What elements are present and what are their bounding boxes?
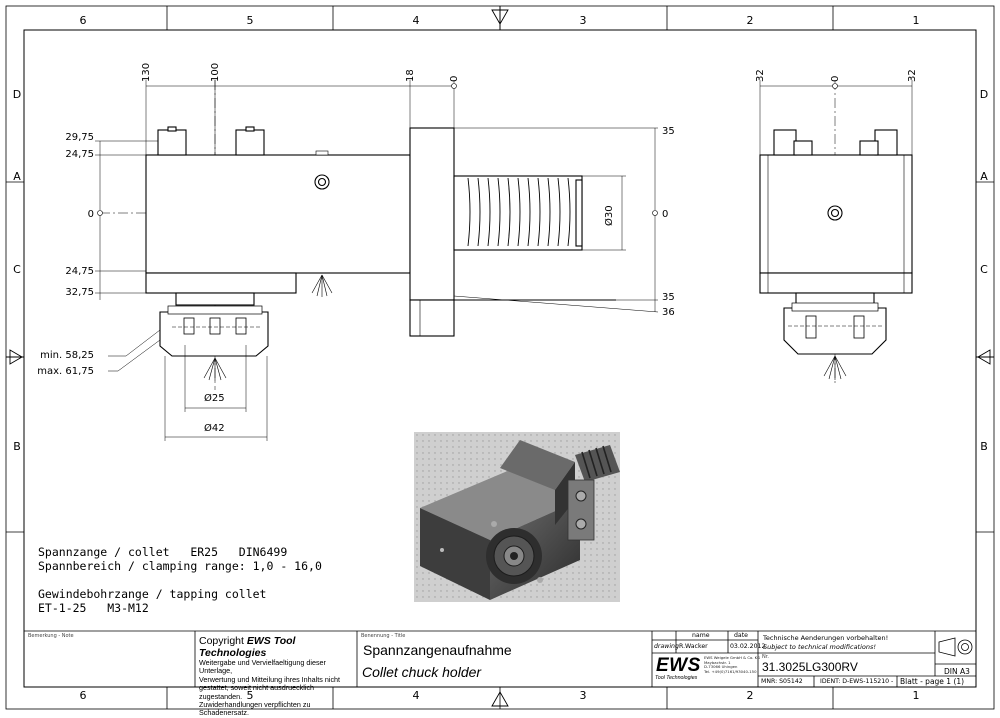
dim-dia-25: Ø25 bbox=[204, 392, 225, 404]
copyright-company: EWS Tool Technologies bbox=[199, 635, 296, 659]
col-label-1-top: 1 bbox=[913, 14, 920, 27]
note-clamping-range: Spannbereich / clamping range: 1,0 - 16,… bbox=[38, 559, 322, 573]
title-label: Benennung - Title bbox=[361, 633, 406, 639]
row-label-B-right: B bbox=[980, 440, 988, 453]
remark-label: Bemerkung - Note bbox=[28, 633, 74, 639]
drawing-date: 03.02.2012 bbox=[730, 643, 766, 650]
origin-marker-left bbox=[97, 210, 103, 216]
note-collet: Spannzange / collet ER25 DIN6499 bbox=[38, 545, 288, 559]
dim-min-58-25: min. 58,25 bbox=[40, 350, 94, 361]
row-label-B-left: B bbox=[13, 440, 21, 453]
col-label-4-top: 4 bbox=[413, 14, 420, 27]
ews-logo: EWS bbox=[656, 655, 701, 676]
part-number: 31.3025LG300RV bbox=[762, 660, 858, 674]
address-line-4: Tel. +49(0)7161/93040-150 bbox=[704, 668, 757, 674]
row-label-D-left: D bbox=[13, 88, 21, 101]
dim-dia-30: Ø30 bbox=[603, 205, 615, 226]
dim-side-0: 0 bbox=[830, 76, 841, 82]
origin-marker-right bbox=[652, 210, 658, 216]
address-line-3: D-73066 Uhingen bbox=[704, 664, 738, 670]
dim-24-75-bottom: 24,75 bbox=[65, 266, 94, 277]
col-header-name: name bbox=[692, 632, 710, 639]
dim-29-75: 29,75 bbox=[65, 132, 94, 143]
collet-notes: Spannzange / collet ER25 DIN6499 Spannbe… bbox=[38, 545, 322, 615]
title-german: Spannzangenaufnahme bbox=[363, 642, 512, 658]
col-label-3-top: 3 bbox=[580, 14, 587, 27]
isometric-render bbox=[414, 432, 620, 602]
centering-marks bbox=[6, 6, 994, 707]
col-header-date: date bbox=[734, 632, 748, 639]
front-view bbox=[100, 80, 616, 390]
side-origin-marker bbox=[832, 83, 838, 89]
ident-number: IDENT: D-EWS-115210 - bbox=[820, 678, 894, 685]
row-label-D-right: D bbox=[980, 88, 988, 101]
paper-format: DIN A3 bbox=[944, 667, 970, 676]
row-label-C-left: C bbox=[13, 263, 21, 276]
dim-100: 100 bbox=[210, 63, 221, 82]
dim-18: 18 bbox=[405, 69, 416, 82]
row-label-A-right: A bbox=[980, 170, 988, 183]
dim-35-bottom: 35 bbox=[662, 292, 675, 303]
row-drawing-label: drawing bbox=[654, 643, 679, 650]
side-view bbox=[759, 80, 913, 385]
title-block-frame bbox=[24, 630, 976, 687]
dim-dia-42: Ø42 bbox=[204, 422, 225, 434]
sheet-number: Blatt - page 1 (1) bbox=[900, 677, 965, 686]
copyright-notice: Copyright EWS Tool Technologies Weiterga… bbox=[199, 635, 359, 718]
revision-note-english: Subject to technical modifications! bbox=[763, 643, 876, 651]
mnr-number: MNR: S05142 bbox=[761, 678, 803, 685]
col-label-6-top: 6 bbox=[80, 14, 87, 27]
ews-logo-subtitle: Tool Technologies bbox=[655, 675, 698, 681]
copyright-prefix: Copyright bbox=[199, 635, 244, 647]
company-address: EWS Weigele GmbH & Co. KG Maybachstr. 1 … bbox=[704, 655, 761, 674]
copyright-line-1: Weitergabe und Vervielfaeltigung dieser … bbox=[199, 658, 326, 676]
projection-symbol-icon bbox=[938, 637, 973, 657]
col-label-5-top: 5 bbox=[247, 14, 254, 27]
dim-130: 130 bbox=[141, 63, 152, 82]
dim-side-32-left: 32 bbox=[755, 69, 766, 82]
note-tapping-collet-type: ET-1-25 M3-M12 bbox=[38, 601, 149, 615]
dim-0-left: 0 bbox=[88, 209, 94, 220]
drawer-name: R.Wacker bbox=[679, 643, 708, 650]
address-line-1: EWS Weigele GmbH & Co. KG bbox=[704, 655, 761, 660]
col-label-1-bottom: 1 bbox=[913, 689, 920, 702]
col-label-5-bottom: 5 bbox=[247, 689, 254, 702]
dim-36: 36 bbox=[662, 307, 675, 318]
part-number-label: Nr. bbox=[762, 654, 769, 660]
row-label-C-right: C bbox=[980, 263, 988, 276]
copyright-line-2: Verwertung und Mitteilung ihres Inhalts … bbox=[199, 674, 341, 684]
dim-24-75-top: 24,75 bbox=[65, 149, 94, 160]
col-label-2-top: 2 bbox=[747, 14, 754, 27]
dim-side-32-right: 32 bbox=[907, 69, 918, 82]
origin-marker-top bbox=[451, 83, 457, 89]
note-tapping-collet: Gewindebohrzange / tapping collet bbox=[38, 587, 267, 601]
dim-0-right: 0 bbox=[662, 209, 668, 220]
dim-32-75: 32,75 bbox=[65, 287, 94, 298]
row-label-A-left: A bbox=[13, 170, 21, 183]
front-dimension-lines bbox=[95, 80, 659, 441]
dim-0-top: 0 bbox=[449, 76, 460, 82]
col-label-6-bottom: 6 bbox=[80, 689, 87, 702]
col-label-3-bottom: 3 bbox=[580, 689, 587, 702]
revision-note-german: Technische Aenderungen vorbehalten! bbox=[763, 634, 889, 642]
copyright-line-3: gestattet, soweit nicht ausdruecklich zu… bbox=[199, 683, 315, 701]
col-label-2-bottom: 2 bbox=[747, 689, 754, 702]
dim-35-top: 35 bbox=[662, 126, 675, 137]
col-label-4-bottom: 4 bbox=[413, 689, 420, 702]
copyright-line-4: Zuwiderhandlungen verpflichten zu Schade… bbox=[199, 700, 311, 718]
dim-max-61-75: max. 61,75 bbox=[37, 366, 94, 377]
title-english: Collet chuck holder bbox=[362, 664, 482, 680]
address-line-2: Maybachstr. 1 bbox=[704, 659, 731, 665]
